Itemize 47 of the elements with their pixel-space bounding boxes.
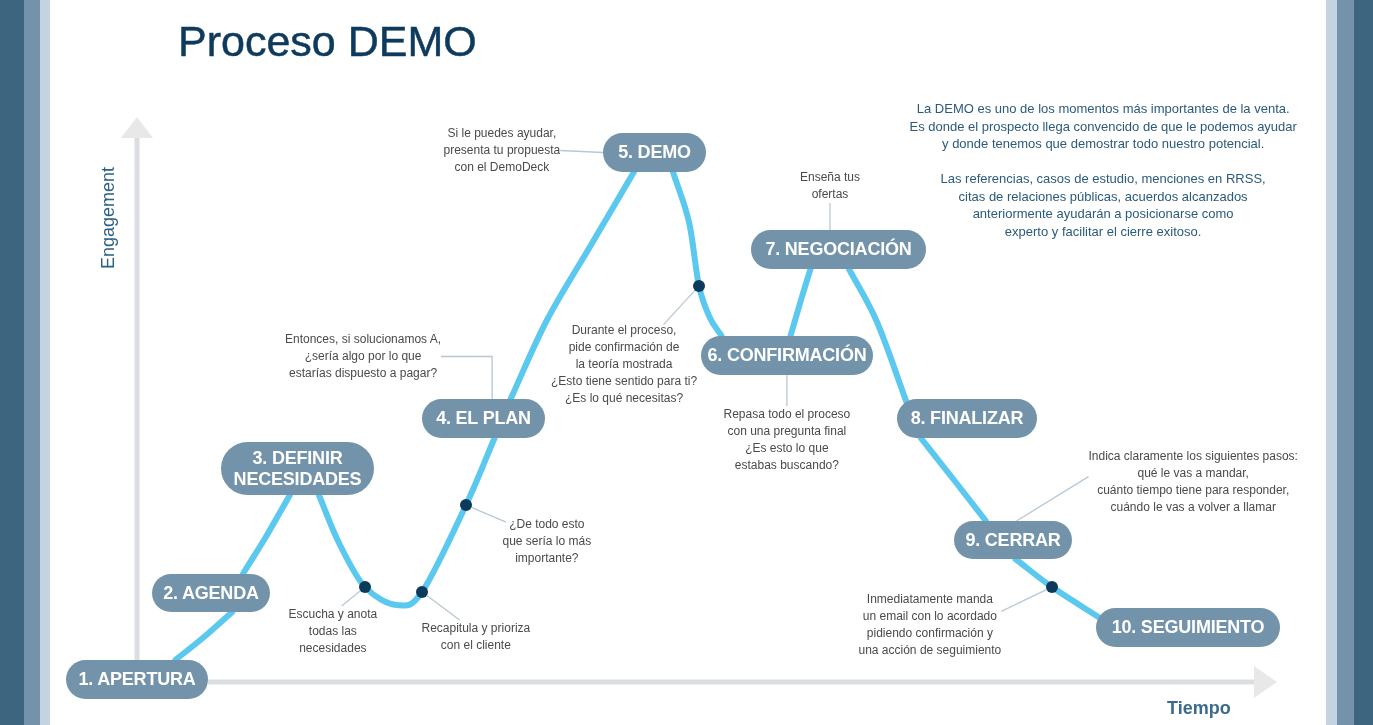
description-text: La DEMO es uno de los momentos más importantes de la venta. Es donde el prospecto llega convencido de que le podemos ayudar y donde tenemos que demostrar todo nuestro potencial. <box>909 100 1297 153</box>
leader-line <box>426 594 461 621</box>
dot-marker-icon <box>416 586 428 598</box>
step-pill: 1. APERTURA <box>66 660 208 699</box>
description-text: Las referencias, casos de estudio, menciones en RRSS, citas de relaciones públicas, acuerdos alcanzados anteriormente ayudarán a posicionarse como experto y facilitar el cierre exitoso. <box>940 170 1266 240</box>
step-pill: 10. SEGUIMIENTO <box>1096 608 1280 647</box>
title: Proceso DEMO <box>178 19 477 63</box>
step-pill: 6. CONFIRMACIÓN <box>701 336 873 375</box>
curve-segment <box>846 266 910 406</box>
leader-line <box>440 355 493 400</box>
note-text: Inmediatamente manda un email con lo acordado pidiendo confirmación y una acción de seguimiento <box>858 591 1002 659</box>
note-text: Si le puedes ayudar, presenta tu propuesta con el DemoDeck <box>443 125 561 176</box>
note-text: Indica claramente los siguientes pasos: qué le vas a mandar, cuánto tiempo tiene para responder, cuándo le vas a volver a llamar <box>1088 448 1298 516</box>
curve-segment <box>917 435 989 524</box>
dot-marker-icon <box>693 280 705 292</box>
curve-segment <box>315 435 498 609</box>
note-text: Escucha y anota todas las necesidades <box>288 606 378 657</box>
leader-line <box>786 374 788 407</box>
leader-line <box>662 289 696 326</box>
note-text: Durante el proceso, pide confirmación de la teoría mostrada ¿Esto tiene sentido para ti? ¿Es lo qué necesitas? <box>551 322 698 407</box>
note-text: ¿De todo esto que sería lo más importante? <box>502 516 592 567</box>
step-pill: 3. DEFINIR NECESIDADES <box>221 442 374 495</box>
leader-line <box>829 202 831 231</box>
dot-marker-icon <box>460 499 472 511</box>
dot-marker-icon <box>1046 581 1058 593</box>
note-text: Repasa todo el proceso con una pregunta final ¿Es esto lo que estabas buscando? <box>723 406 851 474</box>
curve-segment <box>670 169 725 339</box>
note-text: Enseña tus ofertas <box>800 169 861 203</box>
curve-segment <box>239 492 293 577</box>
step-pill: 2. AGENDA <box>152 574 270 612</box>
step-pill: 7. NEGOCIACIÓN <box>751 230 926 269</box>
leader-line <box>470 506 507 523</box>
step-pill: 4. EL PLAN <box>422 399 545 438</box>
leader-line <box>341 590 362 607</box>
curve-segment <box>507 169 637 402</box>
leader-line <box>559 149 604 154</box>
leader-line <box>1015 475 1090 522</box>
axis-title: Engagement <box>98 166 119 270</box>
axis-title: Tiempo <box>1167 698 1231 718</box>
step-pill: 8. FINALIZAR <box>897 399 1037 438</box>
step-pill: 5. DEMO <box>603 133 706 172</box>
note-text: Entonces, si solucionamos A, ¿sería algo por lo que estarías dispuesto a pagar? <box>285 331 442 382</box>
note-text: Recapitula y prioriza con el cliente <box>421 620 531 654</box>
leader-line <box>1000 588 1048 613</box>
step-pill: 9. CERRAR <box>954 521 1072 559</box>
curve-segment <box>787 266 814 339</box>
curve-segment <box>172 609 236 663</box>
